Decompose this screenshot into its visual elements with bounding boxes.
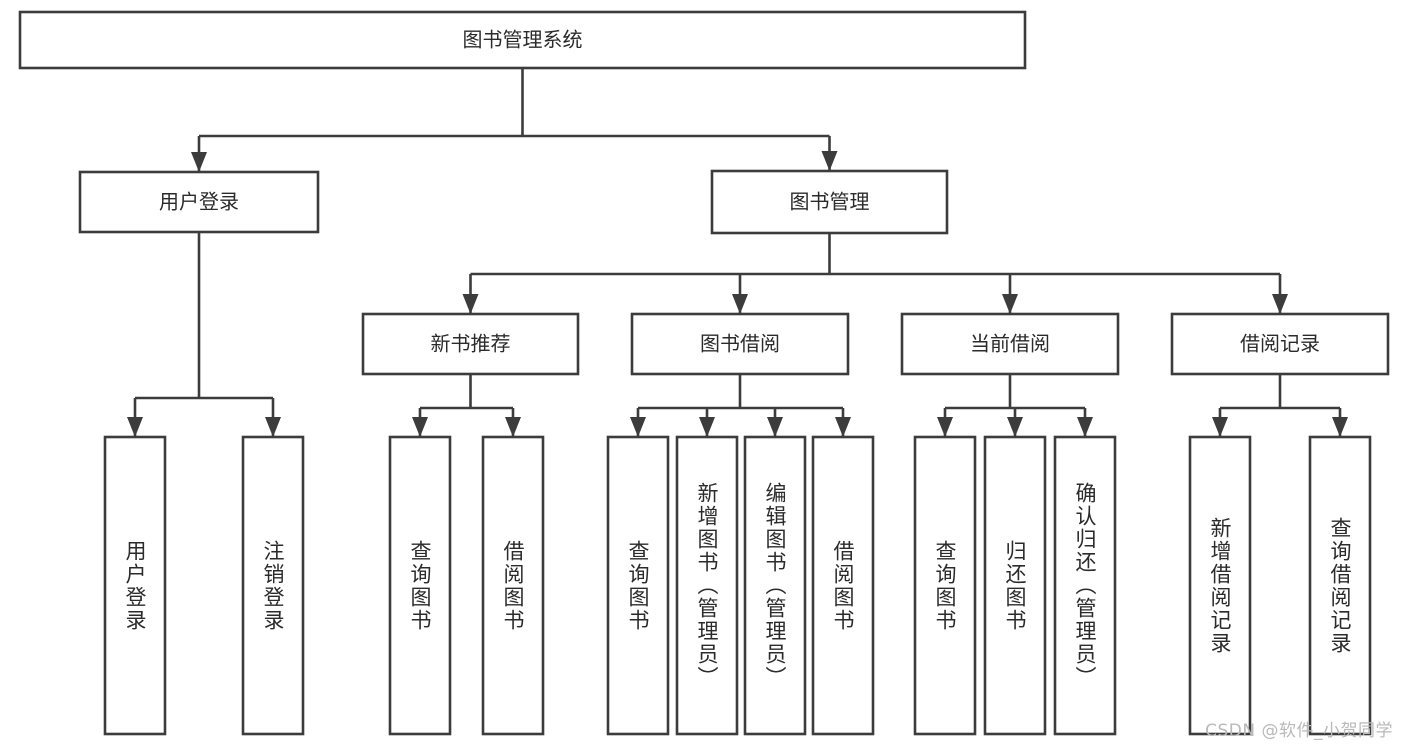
arrow-head-icon — [1272, 294, 1288, 314]
arrow-head-icon — [835, 417, 851, 437]
leaf-leaf-borrow-book-rec[interactable] — [481, 435, 545, 736]
node-book-manage[interactable] — [710, 169, 949, 235]
node-current-borrow[interactable] — [900, 312, 1120, 376]
connector-layer — [127, 68, 1348, 437]
leaf-leaf-edit-book[interactable] — [743, 435, 807, 736]
arrow-head-icon — [265, 417, 281, 437]
arrow-head-icon — [462, 294, 479, 314]
leaf-leaf-add-record[interactable] — [1188, 435, 1252, 736]
leaf-leaf-return-book[interactable] — [983, 435, 1047, 736]
arrow-head-icon — [191, 152, 207, 172]
leaf-leaf-query-book-cur[interactable] — [913, 435, 977, 736]
arrow-head-icon — [1077, 417, 1093, 437]
arrow-head-icon — [127, 417, 143, 437]
arrow-head-icon — [1007, 417, 1023, 437]
arrow-head-icon — [505, 417, 521, 437]
arrow-head-icon — [1332, 417, 1348, 437]
arrow-head-icon — [937, 417, 953, 437]
leaf-leaf-query-book-rec[interactable] — [388, 435, 452, 736]
node-borrow-record[interactable] — [1170, 312, 1390, 376]
leaf-leaf-query-book[interactable] — [606, 435, 670, 736]
node-label-root: 图书管理系统 — [463, 28, 583, 52]
leaf-leaf-add-book[interactable] — [675, 435, 739, 736]
node-label-book-manage: 图书管理 — [790, 190, 870, 214]
leaf-leaf-user-login[interactable] — [103, 435, 167, 736]
arrow-head-icon — [732, 294, 748, 314]
box-layer — [18, 10, 1390, 736]
arrow-head-icon — [1002, 294, 1018, 314]
arrow-head-icon — [767, 417, 783, 437]
node-new-book-rec[interactable] — [361, 312, 580, 376]
node-book-borrow[interactable] — [630, 312, 850, 376]
node-user-login[interactable] — [78, 170, 320, 234]
arrow-head-icon — [699, 417, 715, 437]
arrow-head-icon — [412, 417, 428, 437]
arrow-head-icon — [821, 151, 838, 171]
csdn-watermark: CSDN @软件_小贺同学 — [1205, 721, 1393, 741]
node-label-new-book-rec: 新书推荐 — [431, 332, 511, 356]
leaf-leaf-borrow-book[interactable] — [811, 435, 875, 736]
node-label-user-login: 用户登录 — [159, 190, 239, 214]
leaf-leaf-confirm-return[interactable] — [1053, 435, 1117, 736]
node-label-current-borrow: 当前借阅 — [970, 332, 1050, 356]
node-label-book-borrow: 图书借阅 — [700, 332, 780, 356]
arrow-head-icon — [630, 417, 646, 437]
arrow-head-icon — [1212, 417, 1228, 437]
leaf-leaf-query-record[interactable] — [1308, 435, 1372, 736]
leaf-leaf-logout[interactable] — [241, 435, 305, 736]
node-root[interactable] — [18, 10, 1027, 70]
node-label-borrow-record: 借阅记录 — [1240, 332, 1320, 356]
